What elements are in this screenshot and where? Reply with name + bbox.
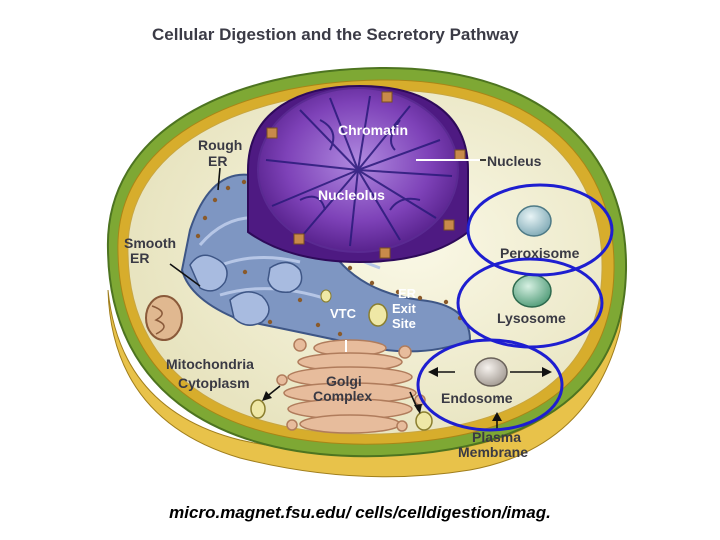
label-smooth-er-1: Smooth <box>124 235 176 251</box>
label-golgi-2: Complex <box>313 388 372 404</box>
lysosome <box>513 275 551 307</box>
label-lysosome: Lysosome <box>497 310 566 326</box>
label-er-exit-1: ER <box>398 286 417 301</box>
label-peroxisome: Peroxisome <box>500 245 580 261</box>
label-golgi-1: Golgi <box>326 373 362 389</box>
endosome <box>475 358 507 386</box>
label-smooth-er-2: ER <box>130 250 149 266</box>
label-endosome: Endosome <box>441 390 513 406</box>
label-rough-er-1: Rough <box>198 137 242 153</box>
label-plasma-membrane-1: Plasma <box>472 429 521 445</box>
nucleus <box>248 86 468 262</box>
label-mitochondria: Mitochondria <box>166 356 254 372</box>
label-nucleus: Nucleus <box>487 153 542 169</box>
mitochondrion <box>146 296 182 340</box>
label-rough-er-2: ER <box>208 153 227 169</box>
label-vtc: VTC <box>330 306 357 321</box>
label-chromatin: Chromatin <box>338 122 408 138</box>
label-er-exit-3: Site <box>392 316 416 331</box>
label-cytoplasm: Cytoplasm <box>178 375 250 391</box>
diagram-title: Cellular Digestion and the Secretory Pat… <box>152 25 519 44</box>
label-plasma-membrane-2: Membrane <box>458 444 528 460</box>
label-er-exit-2: Exit <box>392 301 417 316</box>
source-caption: micro.magnet.fsu.edu/ cells/celldigestio… <box>0 503 720 523</box>
label-nucleolus: Nucleolus <box>318 187 385 203</box>
peroxisome <box>517 206 551 236</box>
